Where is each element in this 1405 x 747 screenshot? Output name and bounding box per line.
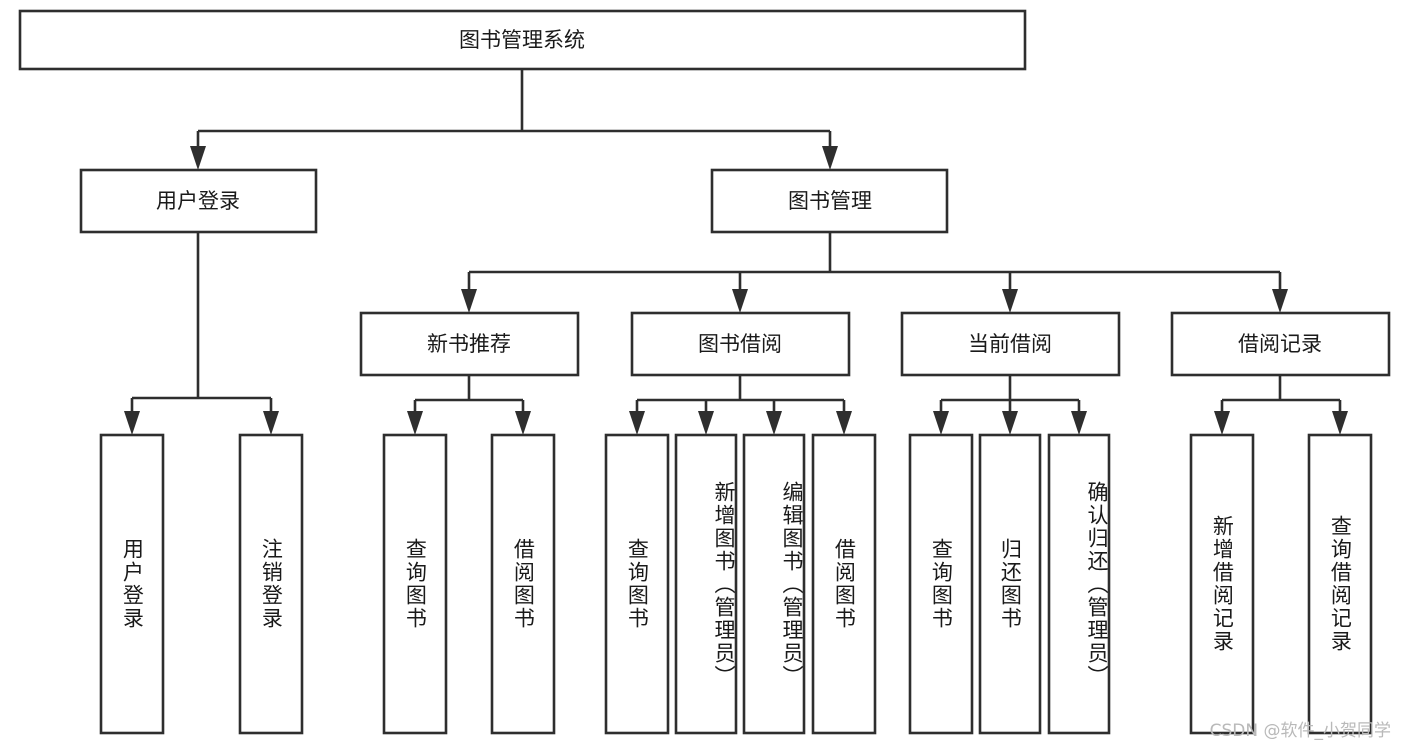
arrow-head-icon (822, 146, 838, 170)
csdn-watermark: CSDN @软件_小贺同学 (1209, 721, 1391, 741)
node-leaf-return-book[interactable] (978, 433, 1042, 735)
node-level3-book-borrow[interactable]: 图书借阅 (630, 311, 851, 377)
node-leaf-confirm-return-admin[interactable] (1047, 433, 1111, 735)
arrow-head-icon (766, 411, 782, 435)
arrow-head-icon (407, 411, 423, 435)
node-level2-user-login-label: 用户登录 (156, 189, 240, 213)
node-root-label: 图书管理系统 (459, 28, 585, 52)
connector-book-borrow-to-leaves (629, 375, 852, 435)
node-leaf-query-book-2[interactable] (604, 433, 670, 735)
arrow-head-icon (461, 289, 477, 313)
node-leaf-user-login[interactable] (99, 433, 165, 735)
node-leaf-add-borrow-record[interactable] (1189, 433, 1255, 735)
node-level2-user-login[interactable]: 用户登录 (79, 168, 318, 234)
arrow-head-icon (698, 411, 714, 435)
arrow-head-icon (1332, 411, 1348, 435)
node-leaf-query-borrow-record[interactable] (1307, 433, 1373, 735)
node-level3-current-borrow[interactable]: 当前借阅 (900, 311, 1121, 377)
connector-new-book-to-leaves (407, 375, 531, 435)
connector-level2-to-level3 (461, 232, 1288, 313)
node-leaf-query-book-3[interactable] (908, 433, 974, 735)
arrow-head-icon (263, 411, 279, 435)
node-level3-borrow-record-label: 借阅记录 (1238, 332, 1322, 356)
arrow-head-icon (1214, 411, 1230, 435)
node-leaf-query-book-1[interactable] (382, 433, 448, 735)
node-root[interactable]: 图书管理系统 (18, 9, 1027, 71)
arrow-head-icon (1002, 411, 1018, 435)
arrow-head-icon (190, 146, 206, 170)
node-leaf-edit-book-admin[interactable] (742, 433, 806, 735)
node-leaf-add-book-admin[interactable] (674, 433, 738, 735)
arrow-head-icon (515, 411, 531, 435)
node-level3-current-borrow-label: 当前借阅 (968, 332, 1052, 356)
arrow-head-icon (732, 289, 748, 313)
node-leaf-borrow-book-2[interactable] (811, 433, 877, 735)
node-level3-book-borrow-label: 图书借阅 (698, 332, 782, 356)
arrow-head-icon (1071, 411, 1087, 435)
arrow-head-icon (1272, 289, 1288, 313)
arrow-head-icon (836, 411, 852, 435)
node-level2-book-management-label: 图书管理 (788, 189, 872, 213)
connector-user-login-to-leaves (124, 232, 279, 435)
connector-root-to-level2 (190, 69, 838, 170)
node-leaf-logout-login[interactable] (238, 433, 304, 735)
connector-current-borrow-to-leaves (933, 375, 1087, 435)
connector-borrow-record-to-leaves (1214, 375, 1348, 435)
node-level3-new-book-recommend-label: 新书推荐 (427, 332, 511, 356)
arrow-head-icon (629, 411, 645, 435)
arrow-head-icon (1002, 289, 1018, 313)
arrow-head-icon (124, 411, 140, 435)
node-level3-borrow-record[interactable]: 借阅记录 (1170, 311, 1391, 377)
node-level2-book-management[interactable]: 图书管理 (710, 168, 949, 234)
arrow-head-icon (933, 411, 949, 435)
node-level3-new-book-recommend[interactable]: 新书推荐 (359, 311, 580, 377)
node-leaf-borrow-book-1[interactable] (490, 433, 556, 735)
